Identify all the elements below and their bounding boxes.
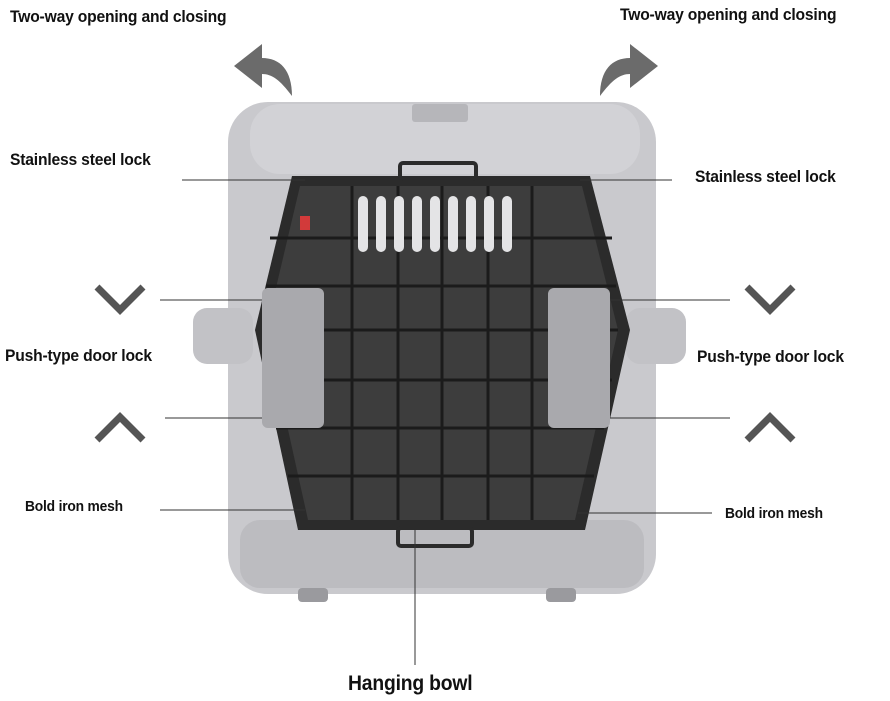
steel-lock-top <box>398 161 478 181</box>
foot-right <box>546 588 576 602</box>
curved-arrow-right-icon <box>600 44 658 96</box>
label-two-way-left: Two-way opening and closing <box>10 7 227 26</box>
label-steel-lock-left: Stainless steel lock <box>10 150 151 169</box>
lid-handle <box>412 104 468 122</box>
label-iron-mesh-right: Bold iron mesh <box>725 505 823 522</box>
door-lock-left <box>262 288 324 428</box>
label-door-lock-left: Push-type door lock <box>5 346 152 365</box>
side-handle-right <box>626 308 686 364</box>
carrier-lid-top <box>250 104 640 174</box>
chevron-down-left-icon <box>94 284 146 315</box>
leader-lines <box>160 179 730 665</box>
label-iron-mesh-left: Bold iron mesh <box>25 498 123 515</box>
label-hanging-bowl: Hanging bowl <box>348 672 473 695</box>
chevron-down-right-icon <box>744 284 796 315</box>
hanging-bowl-handle <box>396 526 474 548</box>
side-handle-left <box>193 308 253 364</box>
red-latch <box>300 216 310 230</box>
chevron-up-right-icon <box>744 412 796 443</box>
label-two-way-right: Two-way opening and closing <box>620 5 837 24</box>
ventilation-slots <box>358 196 512 252</box>
label-door-lock-right: Push-type door lock <box>697 347 844 366</box>
door-lock-right <box>548 288 610 428</box>
label-steel-lock-right: Stainless steel lock <box>695 167 836 186</box>
carrier-base <box>240 520 644 588</box>
foot-left <box>298 588 328 602</box>
chevron-up-left-icon <box>94 412 146 443</box>
curved-arrow-left-icon <box>234 44 292 96</box>
